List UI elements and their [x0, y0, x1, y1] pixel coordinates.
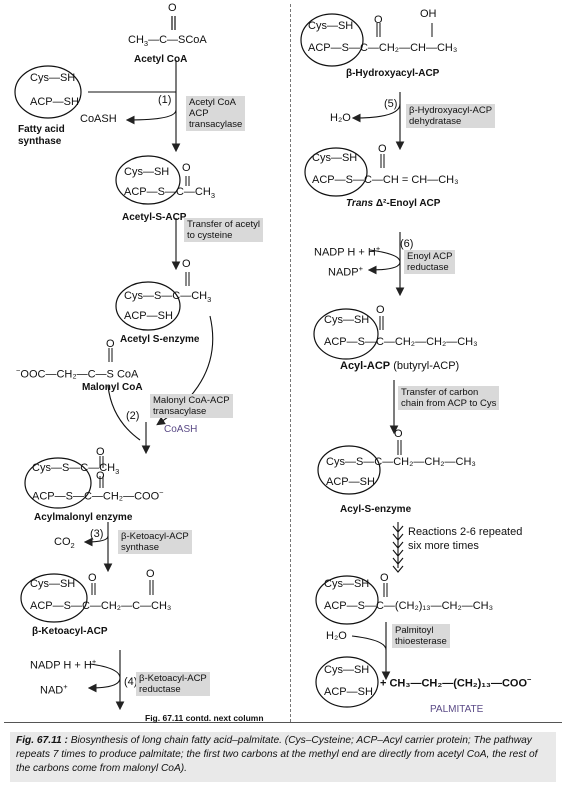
step6-nadph: NADP H + H+ — [314, 244, 381, 259]
acyl-acp-cys: Cys—SH — [324, 314, 370, 326]
acetyl-s-enzyme-oxygen: O — [182, 258, 191, 270]
step4-nadph: NADP H + H+ — [30, 657, 97, 672]
continued-note: Fig. 67.11 contd. next column — [145, 713, 264, 723]
acetyl-coa-formula: CH3—C—SCoA — [128, 34, 207, 49]
acetyl-s-acp-chain: ACP—S—C—CH3 — [124, 186, 215, 201]
acetyl-s-acp-blob — [115, 155, 181, 205]
repeat-line-2: six more times — [408, 540, 479, 552]
acyl-acp-chain: ACP—S—C—CH₂—CH₂—CH₃ — [324, 336, 478, 348]
palmitate-formula: + CH₃—CH₂—(CH₂)₁₃—COO− — [380, 675, 532, 690]
final-acp: ACP—SH — [324, 686, 373, 698]
enoyl-blob — [304, 147, 368, 197]
malonyl-formula: −OOC—CH₂—C—S CoA — [16, 366, 139, 381]
acyl-s-enzyme-acp: ACP—SH — [326, 476, 375, 488]
long-chain-formula: ACP—S—C—(CH₂)₁₃—CH₂—CH₃ — [324, 600, 494, 612]
fas-label-1: Fatty acid — [18, 124, 65, 135]
acyl-s-enzyme-blob — [317, 445, 381, 495]
hydroxyacyl-cys: Cys—SH — [308, 20, 354, 32]
long-chain-oxygen: O — [380, 572, 389, 584]
acylmalonyl-cys: Cys—S—C—CH3 — [32, 462, 120, 477]
hydroxyacyl-chain: ACP—S—C—CH₂—CH—CH₃ — [308, 42, 458, 54]
acetyl-s-enzyme-cys: Cys—S—C—CH3 — [124, 290, 212, 305]
final-cys: Cys—SH — [324, 664, 370, 676]
acylmalonyl-blob — [24, 457, 92, 509]
ketoacyl-oxygen-2: O — [146, 568, 155, 580]
thioesterase-water: H₂O — [326, 630, 347, 642]
fas-acp: ACP—SH — [30, 96, 79, 108]
column-divider — [290, 4, 291, 722]
step3-number: (3) — [90, 528, 104, 540]
acetyl-s-enzyme-acp: ACP—SH — [124, 310, 173, 322]
hydroxyacyl-label: β-Hydroxyacyl-ACP — [346, 68, 440, 79]
ketoacyl-blob — [20, 573, 88, 623]
acyl-acp-label: Acyl-ACP (butyryl-ACP) — [340, 360, 460, 372]
acylmalonyl-label: Acylmalonyl enzyme — [34, 512, 133, 523]
step1-number: (1) — [158, 94, 172, 106]
fas-blob — [14, 65, 82, 119]
ketoacyl-chain: ACP—S—C—CH₂—C—CH₃ — [30, 600, 172, 612]
hydroxyacyl-blob — [300, 13, 364, 67]
acylmalonyl-chain: ACP—S—C—CH₂—COO− — [32, 488, 164, 503]
step4-number: (4) — [124, 676, 138, 688]
ketoacyl-label: β-Ketoacyl-ACP — [32, 626, 108, 637]
step1-coash: CoASH — [80, 113, 117, 125]
malonyl-label: Malonyl CoA — [82, 382, 143, 393]
step3-co2: CO2 — [54, 536, 75, 551]
enoyl-chain: ACP—S—C—CH = CH—CH₃ — [312, 174, 459, 186]
hydroxyacyl-oxygen: O — [374, 14, 383, 26]
acylmalonyl-oxygen-2: O — [96, 470, 105, 482]
acetyl-s-enzyme-blob — [115, 281, 181, 331]
acyl-s-enzyme-chain: Cys—S—C—CH₂—CH₂—CH₃ — [326, 456, 476, 468]
long-chain-blob — [315, 575, 379, 625]
repeat-arrows — [392, 522, 404, 573]
acetyl-s-acp-cys: Cys—SH — [124, 166, 170, 178]
caption-divider — [4, 722, 562, 723]
caption-figure-number: Fig. 67.11 : — [16, 735, 68, 746]
malonyl-oxygen: O — [106, 338, 115, 350]
ketoacyl-cys: Cys—SH — [30, 578, 76, 590]
hydroxyacyl-oh: OH — [420, 8, 437, 20]
acetyl-coa-label: Acetyl CoA — [134, 54, 188, 65]
step2-number: (2) — [126, 410, 140, 422]
enoyl-label: Trans Δ²-Enoyl ACP — [346, 198, 441, 209]
enoyl-cys: Cys—SH — [312, 152, 358, 164]
fas-label-2: synthase — [18, 136, 62, 147]
caption-text: Biosynthesis of long chain fatty acid–pa… — [16, 735, 538, 774]
long-chain-cys: Cys—SH — [324, 578, 370, 590]
enoyl-oxygen: O — [378, 143, 387, 155]
acyl-acp-oxygen: O — [376, 304, 385, 316]
figure-caption: Fig. 67.11 : Biosynthesis of long chain … — [10, 732, 556, 782]
acetyl-s-acp-label: Acetyl-S-ACP — [122, 212, 187, 223]
step6-nadp: NADP+ — [328, 264, 363, 279]
acylmalonyl-oxygen-1: O — [96, 446, 105, 458]
repeat-line-1: Reactions 2-6 repeated — [408, 526, 523, 538]
acyl-acp-blob — [313, 308, 379, 360]
step2-coash: CoASH — [164, 424, 198, 435]
acetyl-s-acp-oxygen: O — [182, 162, 191, 174]
final-fas-blob — [315, 656, 379, 708]
acetyl-s-enzyme-label: Acetyl S-enzyme — [120, 334, 200, 345]
step5-number: (5) — [384, 98, 398, 110]
fas-cys: Cys—SH — [30, 72, 76, 84]
step6-number: (6) — [400, 238, 414, 250]
acetyl-coa-oxygen: O — [168, 2, 177, 14]
step4-nad: NAD+ — [40, 682, 68, 697]
acyl-s-enzyme-oxygen: O — [394, 428, 403, 440]
step5-water: H₂O — [330, 112, 351, 124]
ketoacyl-oxygen-1: O — [88, 572, 97, 584]
palmitate-label: PALMITATE — [430, 704, 484, 715]
acyl-s-enzyme-label: Acyl-S-enzyme — [340, 504, 412, 515]
